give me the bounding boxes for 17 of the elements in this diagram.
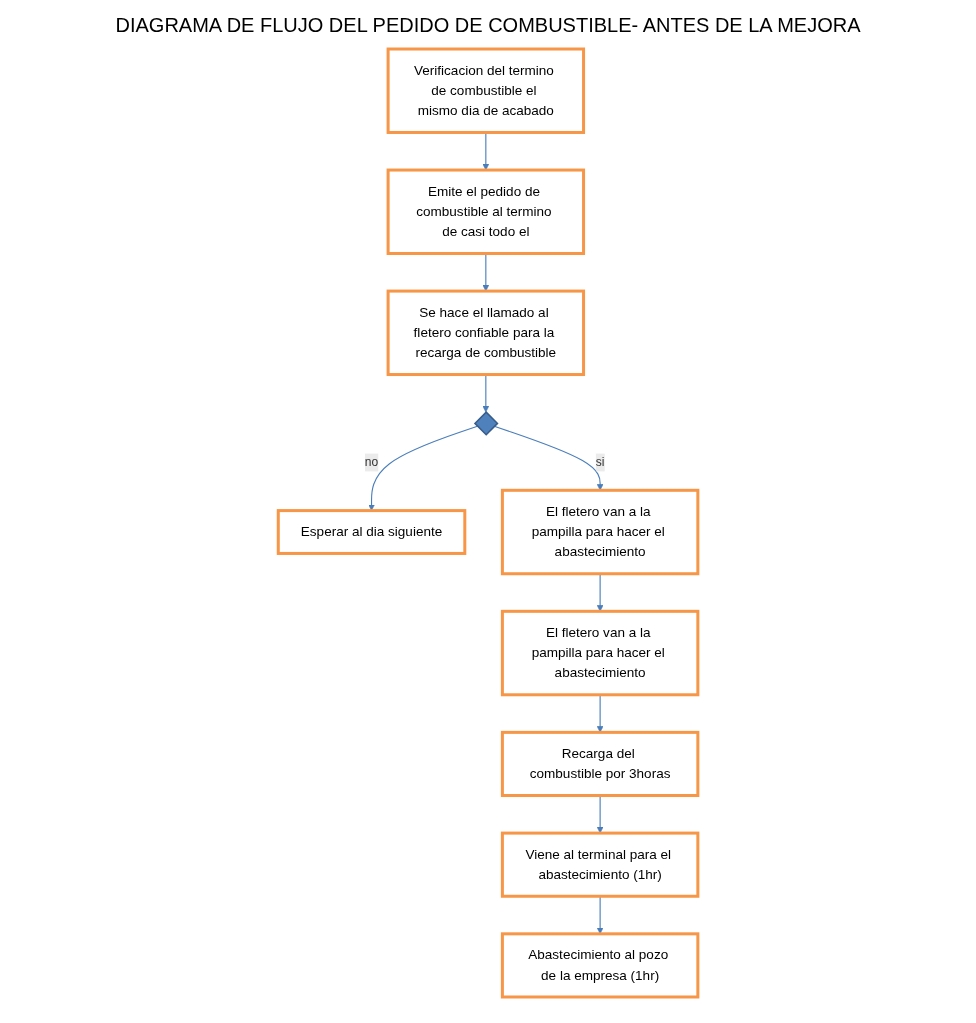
diagram-title: DIAGRAMA DE FLUJO DEL PEDIDO DE COMBUSTIBLE- ANTES DE LA MEJORA <box>114 14 862 37</box>
node-box: El fletero van a la pampilla para hacer el abastecimiento <box>500 609 700 697</box>
arrow <box>596 694 604 733</box>
edge-label: no <box>364 455 379 469</box>
edge-label: si <box>595 455 605 469</box>
node-box: Esperar al dia siguiente <box>276 509 467 555</box>
node-diamond <box>473 411 499 436</box>
arrow <box>493 425 604 491</box>
node-box: Emite el pedido de combustible al termino de casi todo el <box>386 168 585 255</box>
node-box: Se hace el llamado al fletero confiable para la recarga de combustible <box>386 289 585 377</box>
arrow <box>596 573 604 612</box>
node-box: Recarga del combustible por 3horas <box>500 730 700 797</box>
arrow <box>368 425 478 511</box>
node-box: El fletero van a la pampilla para hacer el abastecimiento <box>500 488 700 576</box>
node-box: Abastecimiento al pozo de la empresa (1hr) <box>500 932 700 999</box>
node-box: Verificacion del termino de combustible el mismo dia de acabado <box>386 47 585 134</box>
node-box: Viene al terminal para el abastecimiento (1hr) <box>500 831 700 898</box>
